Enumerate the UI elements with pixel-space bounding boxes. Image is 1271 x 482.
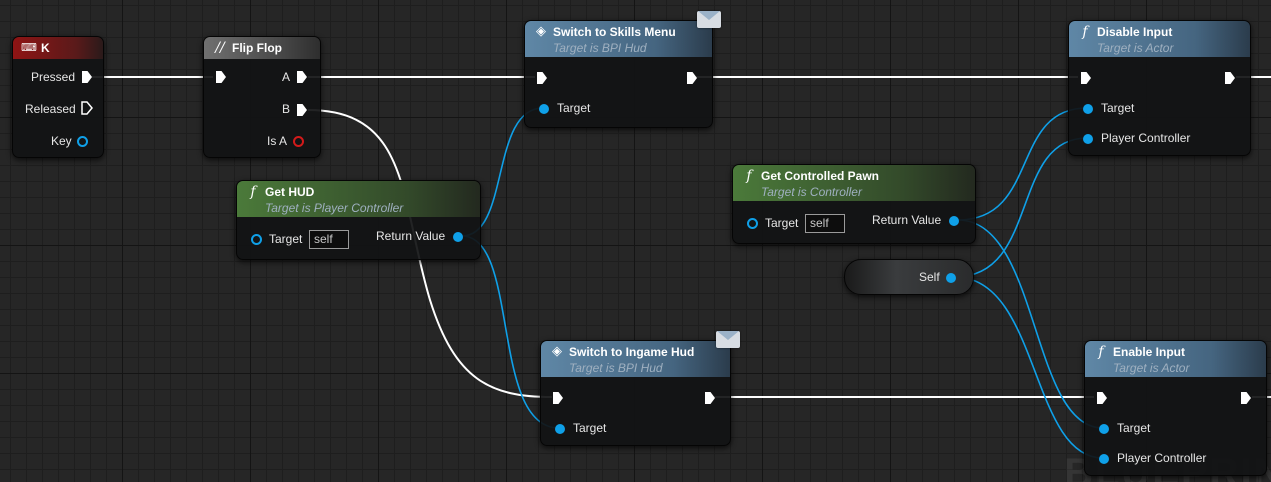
flip-flop-node[interactable]: // Flip Flop A B Is A (203, 36, 321, 158)
self-output-pin[interactable] (946, 273, 956, 283)
a-exec-pin[interactable] (297, 71, 307, 83)
disable-input-header: f Disable Input Target is Actor (1069, 21, 1250, 57)
get-hud-subtitle: Target is Player Controller (265, 201, 404, 215)
switch-ingame-subtitle: Target is BPI Hud (569, 361, 663, 375)
switch-ingame-exec-in-pin[interactable] (553, 392, 563, 404)
a-label: A (282, 70, 291, 84)
get-pawn-subtitle: Target is Controller (761, 185, 862, 199)
disable-input-target-pin[interactable] (1083, 104, 1093, 114)
get-pawn-title: Get Controlled Pawn (761, 169, 880, 183)
message-envelope-icon (697, 11, 721, 28)
flipflop-exec-in-pin[interactable] (216, 71, 226, 83)
get-hud-node[interactable]: f Get HUD Target is Player Controller Ta… (236, 180, 481, 260)
switch-skills-target-pin[interactable] (539, 104, 549, 114)
get-pawn-return-pin[interactable] (949, 216, 959, 226)
get-hud-title: Get HUD (265, 185, 315, 199)
disable-input-exec-out-pin[interactable] (1225, 72, 1235, 84)
enable-input-exec-in-pin[interactable] (1097, 392, 1107, 404)
pressed-label: Pressed (31, 70, 76, 84)
message-icon: ◈ (536, 24, 546, 39)
self-reference-node[interactable]: Self (844, 259, 974, 295)
key-event-node[interactable]: ⌨ K Pressed Released Key (12, 36, 104, 158)
enable-input-pc-pin[interactable] (1099, 454, 1109, 464)
switch-ingame-target-pin[interactable] (555, 424, 565, 434)
get-hud-return-pin[interactable] (453, 232, 463, 242)
disable-input-subtitle: Target is Actor (1097, 41, 1174, 55)
data-wire-pawn-to-disable-target (957, 107, 1088, 221)
switch-ingame-exec-out-pin[interactable] (705, 392, 715, 404)
disable-input-target-label: Target (1101, 101, 1135, 115)
message-icon: ◈ (552, 344, 562, 359)
key-data-pin[interactable] (77, 136, 88, 147)
get-hud-target-self-field[interactable]: self (309, 230, 349, 249)
switch-skills-subtitle: Target is BPI Hud (553, 41, 647, 55)
disable-input-title: Disable Input (1097, 25, 1173, 39)
released-label: Released (25, 102, 76, 116)
flip-flop-header: // Flip Flop (204, 37, 320, 59)
disable-input-exec-in-pin[interactable] (1081, 72, 1091, 84)
pressed-exec-pin[interactable] (82, 71, 92, 83)
flip-flop-title: Flip Flop (232, 41, 282, 55)
b-label: B (282, 102, 291, 116)
get-hud-return-label: Return Value (376, 229, 446, 243)
get-pawn-return-label: Return Value (872, 213, 942, 227)
enable-input-subtitle: Target is Actor (1113, 361, 1190, 375)
message-envelope-icon (716, 331, 740, 348)
get-pawn-target-label: Target (765, 216, 799, 230)
switch-ingame-title: Switch to Ingame Hud (569, 345, 695, 359)
disable-input-pc-pin[interactable] (1083, 134, 1093, 144)
get-controlled-pawn-node[interactable]: f Get Controlled Pawn Target is Controll… (732, 164, 976, 244)
data-wire-pawn-to-enable-target (957, 219, 1104, 429)
enable-input-title: Enable Input (1113, 345, 1185, 359)
enable-input-target-pin[interactable] (1099, 424, 1109, 434)
get-pawn-target-self-field[interactable]: self (805, 214, 845, 233)
function-icon: f (250, 184, 256, 200)
get-hud-target-label: Target (269, 232, 303, 246)
switch-skills-target-label: Target (557, 101, 591, 115)
self-label: Self (919, 270, 940, 284)
flipflop-icon: // (215, 40, 225, 56)
get-hud-target-pin[interactable] (251, 234, 262, 245)
switch-ingame-target-label: Target (573, 421, 607, 435)
enable-input-pc-label: Player Controller (1117, 451, 1207, 465)
function-icon: f (1082, 24, 1088, 40)
switch-skills-header: ◈ Switch to Skills Menu Target is BPI Hu… (525, 21, 712, 57)
key-label: Key (51, 134, 72, 148)
data-wire-self-to-disable-pc (954, 137, 1088, 278)
enable-input-exec-out-pin[interactable] (1241, 392, 1251, 404)
get-pawn-header: f Get Controlled Pawn Target is Controll… (733, 165, 975, 201)
key-event-header: ⌨ K (13, 37, 103, 59)
switch-skills-exec-in-pin[interactable] (537, 72, 547, 84)
is-a-label: Is A (267, 134, 288, 148)
enable-input-header: f Enable Input Target is Actor (1085, 341, 1266, 377)
switch-ingame-header: ◈ Switch to Ingame Hud Target is BPI Hud (541, 341, 730, 377)
switch-skills-node[interactable]: ◈ Switch to Skills Menu Target is BPI Hu… (524, 20, 713, 128)
enable-input-target-label: Target (1117, 421, 1151, 435)
b-exec-pin[interactable] (297, 104, 307, 116)
switch-ingame-node[interactable]: ◈ Switch to Ingame Hud Target is BPI Hud… (540, 340, 731, 446)
get-pawn-target-pin[interactable] (747, 218, 758, 229)
disable-input-pc-label: Player Controller (1101, 131, 1191, 145)
switch-skills-title: Switch to Skills Menu (553, 25, 676, 39)
released-exec-pin[interactable] (81, 101, 93, 115)
data-wire-self-to-enable-pc (954, 276, 1104, 459)
function-icon: f (1098, 344, 1104, 360)
keyboard-icon: ⌨ (21, 41, 37, 54)
function-icon: f (746, 168, 752, 184)
exec-wire-b-to-ingame (307, 109, 553, 398)
is-a-bool-pin[interactable] (293, 136, 304, 147)
switch-skills-exec-out-pin[interactable] (687, 72, 697, 84)
disable-input-node[interactable]: f Disable Input Target is Actor Target P… (1068, 20, 1251, 156)
key-event-title: K (41, 41, 50, 55)
get-hud-header: f Get HUD Target is Player Controller (237, 181, 480, 217)
enable-input-node[interactable]: f Enable Input Target is Actor Target Pl… (1084, 340, 1267, 476)
